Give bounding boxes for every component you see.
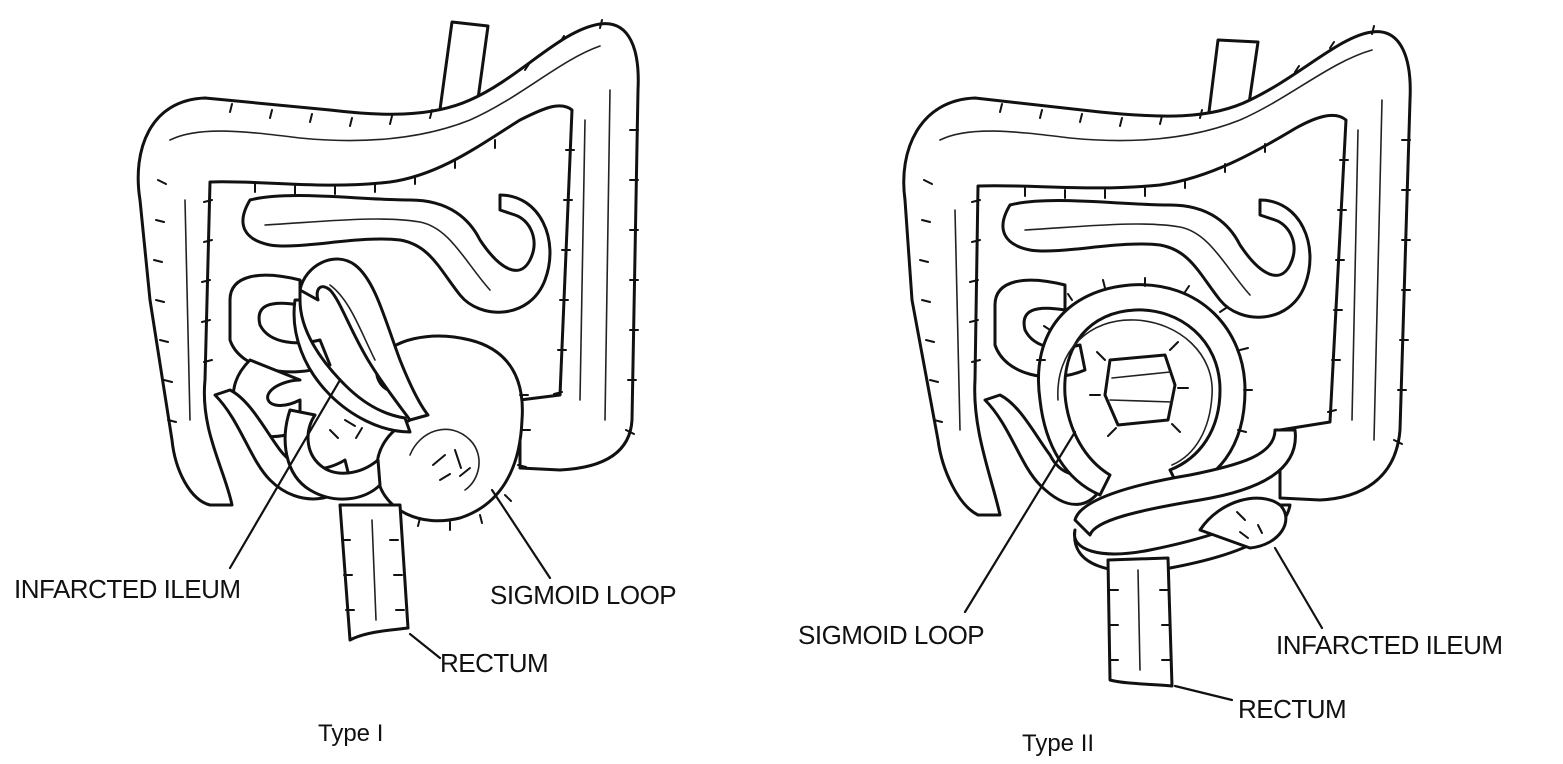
panel-type-1 [138, 20, 638, 658]
colon-frame [904, 26, 1411, 515]
caption-type2: Type II [1022, 730, 1094, 758]
leader-rectum [410, 634, 440, 658]
caption-type1: Type I [318, 720, 383, 748]
label-sigmoid-loop-type2: SIGMOID LOOP [798, 620, 984, 651]
rectum [1108, 558, 1172, 686]
label-infarcted-ileum-type1: INFARCTED ILEUM [14, 574, 241, 605]
label-sigmoid-loop-type1: SIGMOID LOOP [490, 580, 676, 611]
infarcted-ileum-loop [1074, 430, 1295, 571]
rectum [340, 505, 408, 640]
panel-type-2 [904, 26, 1411, 700]
sigmoid-loop [1037, 278, 1252, 495]
colon-frame [138, 20, 638, 505]
label-rectum-type1: RECTUM [440, 648, 548, 679]
label-infarcted-ileum-type2: INFARCTED ILEUM [1276, 630, 1503, 661]
leader-sigmoid-loop [492, 490, 550, 578]
label-rectum-type2: RECTUM [1238, 694, 1346, 725]
leader-rectum [1175, 686, 1232, 700]
leader-infarcted-ileum [1275, 548, 1322, 628]
